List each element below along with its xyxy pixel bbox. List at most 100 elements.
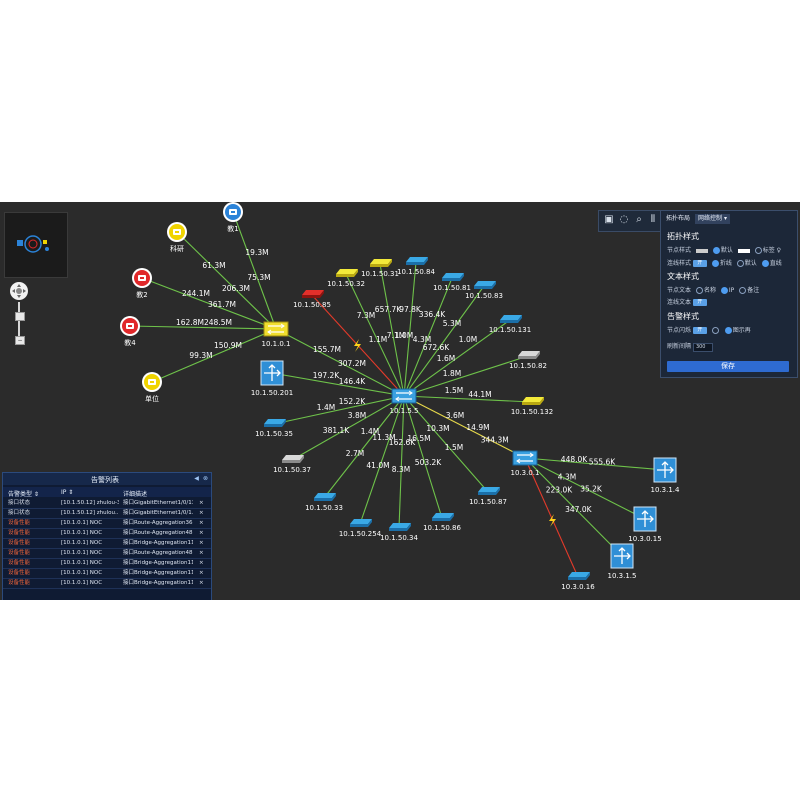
node-n1015083[interactable]: 10.1.50.83 (465, 281, 503, 300)
node-jiao1[interactable]: 教1 (223, 202, 243, 233)
node-n10315[interactable]: 10.3.1.5 (608, 543, 637, 580)
node-n1015085[interactable]: 10.1.50.85 (293, 290, 331, 309)
alarm-close-icon[interactable]: × (199, 570, 204, 576)
alarm-close-icon[interactable]: × (199, 560, 204, 566)
link-green[interactable] (359, 395, 405, 525)
alarm-close-icon[interactable]: × (199, 540, 204, 546)
node-n1015032[interactable]: 10.1.50.32 (327, 269, 365, 288)
alarm-flash-toggle[interactable]: 开 (692, 327, 707, 334)
node-n10150201[interactable]: 10.1.50.201 (251, 360, 293, 397)
node-n1015084[interactable]: 10.1.50.84 (397, 257, 435, 276)
node-jiao2[interactable]: 教2 (132, 268, 152, 299)
node-n1015087[interactable]: 10.1.50.87 (469, 487, 507, 506)
sound-icon[interactable]: ◀ (194, 475, 199, 482)
link-green[interactable] (141, 277, 277, 330)
alarm-flash-radio-a[interactable] (711, 327, 719, 334)
node-n1015[interactable]: 10.1.5.5 (390, 388, 419, 415)
link-green[interactable] (403, 261, 417, 397)
link-green[interactable] (403, 395, 533, 403)
link-style-toggle[interactable]: 开 (692, 260, 707, 267)
zoom-control[interactable]: − (10, 282, 30, 348)
zoom-slider-track[interactable] (18, 302, 20, 342)
link-green[interactable] (524, 457, 646, 520)
node-text-note-radio[interactable] (739, 287, 747, 294)
node-n10150254[interactable]: 10.1.50.254 (339, 519, 382, 538)
node-style-default-radio[interactable] (712, 247, 720, 254)
link-text-toggle[interactable]: 开 (692, 299, 707, 306)
node-text-name-radio[interactable] (695, 287, 703, 294)
node-n1015034[interactable]: 10.1.50.34 (380, 523, 418, 542)
link-green[interactable] (403, 395, 443, 519)
refresh-icon[interactable]: ◌ (619, 214, 629, 225)
node-n103015[interactable]: 10.3.0.15 (628, 506, 662, 543)
col-alarm-type[interactable]: 告警类型 ⇕ (8, 489, 39, 498)
search-icon[interactable]: ⌕ (636, 214, 642, 225)
zoom-slider-handle[interactable] (15, 312, 25, 321)
alarm-close-icon[interactable]: × (199, 580, 204, 586)
zoom-out-button[interactable]: − (15, 336, 25, 345)
node-n1015082[interactable]: 10.1.50.82 (509, 351, 547, 370)
node-n1015037[interactable]: 10.1.50.37 (273, 455, 311, 474)
alarm-close-icon[interactable]: × (199, 510, 204, 516)
menu-icon[interactable]: ⦀ (650, 214, 656, 225)
alarm-bolt-icon[interactable] (354, 339, 361, 352)
link-green[interactable] (291, 395, 405, 461)
link-green[interactable] (524, 457, 666, 471)
link-green[interactable] (524, 457, 623, 557)
node-n1015035[interactable]: 10.1.50.35 (255, 419, 293, 438)
link-green[interactable] (129, 325, 277, 330)
node-n1015033[interactable]: 10.1.50.33 (305, 493, 343, 512)
refresh-interval-input[interactable]: 300 (692, 343, 713, 352)
link-green[interactable] (323, 395, 405, 499)
alarm-close-icon[interactable]: × (199, 530, 204, 536)
link-style-straight-radio[interactable] (761, 260, 769, 267)
node-n1015081[interactable]: 10.1.50.81 (433, 273, 471, 292)
link-green[interactable] (403, 319, 511, 397)
link-green[interactable] (271, 372, 405, 397)
link-green[interactable] (273, 395, 405, 425)
close-icon[interactable]: ⊗ (202, 475, 209, 482)
link-green[interactable] (275, 328, 405, 397)
node-danwei[interactable]: 单位 (142, 372, 162, 403)
link-green[interactable] (232, 211, 277, 330)
tab-network-control[interactable]: 网络控制 ▾ (695, 214, 730, 224)
link-green[interactable] (345, 273, 405, 397)
node-n10150131[interactable]: 10.1.50.131 (489, 315, 531, 334)
link-green[interactable] (403, 355, 529, 397)
link-green[interactable] (379, 263, 405, 397)
alarm-close-icon[interactable]: × (199, 550, 204, 556)
node-n103016[interactable]: 10.3.0.16 (561, 572, 595, 591)
minimap[interactable] (4, 212, 68, 278)
link-green[interactable] (403, 277, 453, 397)
link-green[interactable] (151, 328, 277, 383)
node-text-ip-radio[interactable] (720, 287, 728, 294)
link-green[interactable] (398, 395, 405, 529)
tab-topo-layout[interactable]: 拓扑布局 (666, 215, 691, 222)
node-n1015031[interactable]: 10.1.50.31 (361, 259, 399, 278)
link-style-polyline-radio[interactable] (711, 260, 719, 267)
alarm-flash-radio-b[interactable] (724, 327, 732, 334)
alarm-close-icon[interactable]: × (199, 500, 204, 506)
link-green[interactable] (176, 231, 277, 330)
link-green[interactable] (403, 285, 485, 397)
node-n1015086[interactable]: 10.1.50.86 (423, 513, 461, 532)
col-ip[interactable]: IP ⇕ (61, 489, 73, 496)
fit-view-icon[interactable]: ▣ (604, 214, 614, 225)
node-n10301[interactable]: 10.3.0.1 (511, 450, 540, 477)
node-n10314[interactable]: 10.3.1.4 (651, 457, 680, 494)
save-button[interactable]: 保存 (667, 361, 789, 372)
topology-canvas[interactable]: 教1科研教2教4单位10.1.0.110.1.5.510.3.0.110.1.5… (0, 202, 800, 600)
link-green[interactable] (403, 395, 489, 493)
alarm-row[interactable]: 接口状态[10.1.50.12] zhulou...接口GigabitEther… (3, 509, 211, 519)
node-style-tag-radio[interactable] (754, 247, 762, 254)
alarm-close-icon[interactable]: × (199, 520, 204, 526)
link-style-default-radio[interactable] (736, 260, 744, 267)
